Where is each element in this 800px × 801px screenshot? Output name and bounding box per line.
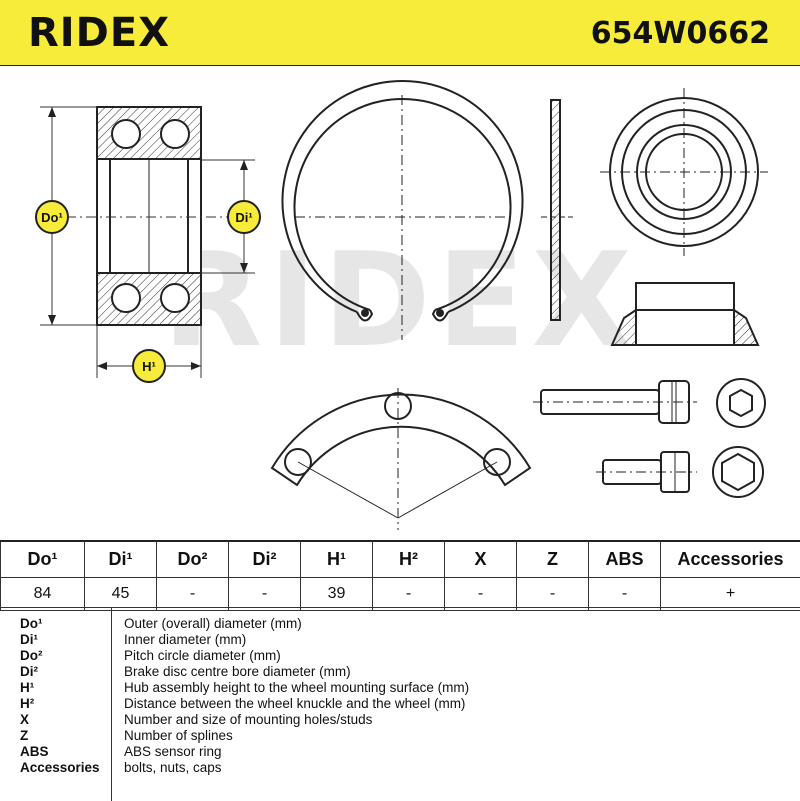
legend-row: Accessories bolts, nuts, caps (0, 760, 800, 776)
di-label: Di¹ (235, 210, 252, 225)
value-do1: 84 (1, 578, 85, 611)
col-header-do1: Do¹ (1, 541, 85, 578)
value-h2: - (373, 578, 445, 611)
legend-desc: Inner diameter (mm) (124, 632, 246, 648)
legend-row: X Number and size of mounting holes/stud… (0, 712, 800, 728)
spec-table: Do¹ Di¹ Do² Di² H¹ H² X Z ABS Accessorie… (0, 540, 800, 611)
short-bolt (596, 452, 697, 492)
legend-key: Di² (20, 664, 38, 680)
value-abs: - (589, 578, 661, 611)
value-accessories: + (661, 578, 800, 611)
legend-desc: Hub assembly height to the wheel mountin… (124, 680, 469, 696)
long-bolt (533, 381, 697, 423)
long-bolt-head-end (717, 379, 765, 427)
legend-row: Di¹ Inner diameter (mm) (0, 632, 800, 648)
legend-row: H² Distance between the wheel knuckle an… (0, 696, 800, 712)
legend-key: Accessories (20, 760, 100, 776)
value-x: - (445, 578, 517, 611)
value-di2: - (229, 578, 301, 611)
header-bar: RIDEX 654W0662 (0, 0, 800, 66)
do-label-badge: Do¹ (36, 201, 68, 233)
value-z: - (517, 578, 589, 611)
col-header-z: Z (517, 541, 589, 578)
col-header-accessories: Accessories (661, 541, 800, 578)
legend-desc: Distance between the wheel knuckle and t… (124, 696, 465, 712)
part-number: 654W0662 (591, 14, 770, 54)
value-di1: 45 (85, 578, 157, 611)
watermark-text: RIDEX (162, 224, 637, 376)
legend-row: Di² Brake disc centre bore diameter (mm) (0, 664, 800, 680)
legend-row: Do¹ Outer (overall) diameter (mm) (0, 616, 800, 632)
col-header-h1: H¹ (301, 541, 373, 578)
technical-drawing: RIDEX Do¹ Di¹ (0, 66, 800, 540)
legend-desc: Pitch circle diameter (mm) (124, 648, 281, 664)
legend-key: Do² (20, 648, 43, 664)
legend-key: X (20, 712, 29, 728)
legend-key: Di¹ (20, 632, 38, 648)
value-h1: 39 (301, 578, 373, 611)
legend-desc: ABS sensor ring (124, 744, 222, 760)
short-bolt-head-end (713, 447, 763, 497)
col-header-do2: Do² (157, 541, 229, 578)
legend-key: Do¹ (20, 616, 43, 632)
h-label-badge: H¹ (133, 350, 165, 382)
bearing-section (97, 107, 201, 325)
legend-row: H¹ Hub assembly height to the wheel moun… (0, 680, 800, 696)
legend-row: Z Number of splines (0, 728, 800, 744)
col-header-h2: H² (373, 541, 445, 578)
value-do2: - (157, 578, 229, 611)
col-header-x: X (445, 541, 517, 578)
legend-row: Do² Pitch circle diameter (mm) (0, 648, 800, 664)
legend-desc: Outer (overall) diameter (mm) (124, 616, 302, 632)
legend-desc: Brake disc centre bore diameter (mm) (124, 664, 351, 680)
legend-desc: Number and size of mounting holes/studs (124, 712, 372, 728)
di-label-badge: Di¹ (228, 201, 260, 233)
col-header-di1: Di¹ (85, 541, 157, 578)
h-label: H¹ (142, 359, 156, 374)
legend-desc: Number of splines (124, 728, 233, 744)
col-header-abs: ABS (589, 541, 661, 578)
brand-logo: RIDEX (28, 8, 170, 58)
legend-key: ABS (20, 744, 49, 760)
legend-panel: Do¹ Outer (overall) diameter (mm) Di¹ In… (0, 607, 800, 800)
do-label: Do¹ (41, 210, 63, 225)
legend-key: H¹ (20, 680, 34, 696)
half-ring-segment (272, 388, 530, 530)
legend-key: Z (20, 728, 28, 744)
legend-desc: bolts, nuts, caps (124, 760, 222, 776)
legend-row: ABS ABS sensor ring (0, 744, 800, 760)
legend-key: H² (20, 696, 34, 712)
spec-header-row: Do¹ Di¹ Do² Di² H¹ H² X Z ABS Accessorie… (1, 541, 800, 578)
spec-value-row: 84 45 - - 39 - - - - + (1, 578, 800, 611)
col-header-di2: Di² (229, 541, 301, 578)
